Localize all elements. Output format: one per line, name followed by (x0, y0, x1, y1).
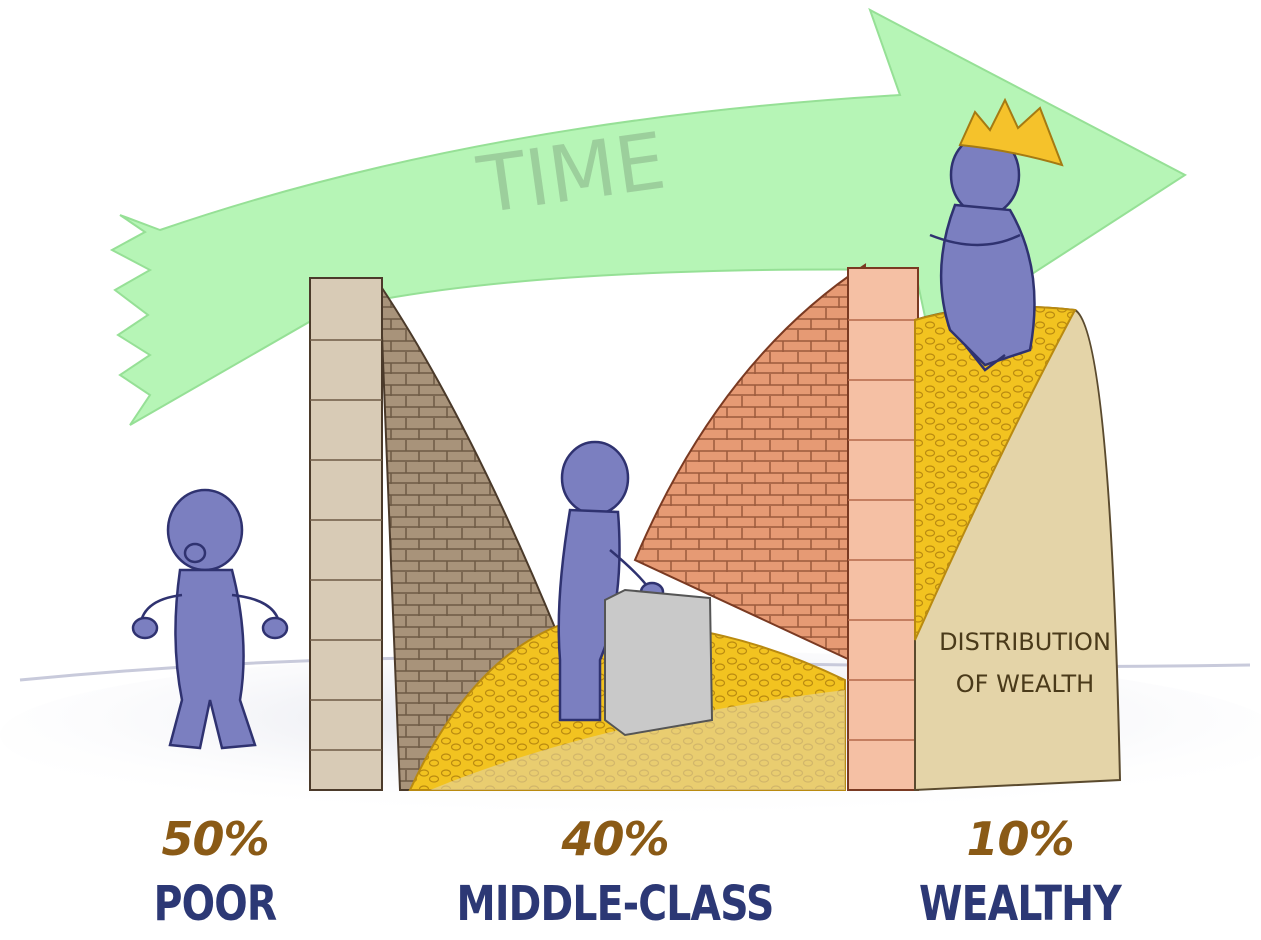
left-wall-edge (309, 277, 383, 791)
middle-class-percent: 40% (561, 812, 669, 866)
middle-class-figure (557, 440, 665, 722)
right-wall-edge (847, 267, 919, 791)
sign-line-2: OF WEALTH (956, 670, 1094, 698)
poor-figure (131, 488, 289, 750)
tombstone (604, 588, 714, 737)
wealthy-percent: 10% (966, 812, 1074, 866)
poor-percent: 50% (161, 812, 269, 866)
wealthy-label: WEALTHY (919, 876, 1122, 932)
middle-class-label: MIDDLE-CLASS (456, 876, 775, 932)
right-wall (633, 263, 867, 662)
wealthy-figure (929, 133, 1036, 372)
sign-line-1: DISTRIBUTION (939, 628, 1111, 656)
poor-label: POOR (153, 876, 278, 932)
crown-icon (958, 97, 1064, 167)
